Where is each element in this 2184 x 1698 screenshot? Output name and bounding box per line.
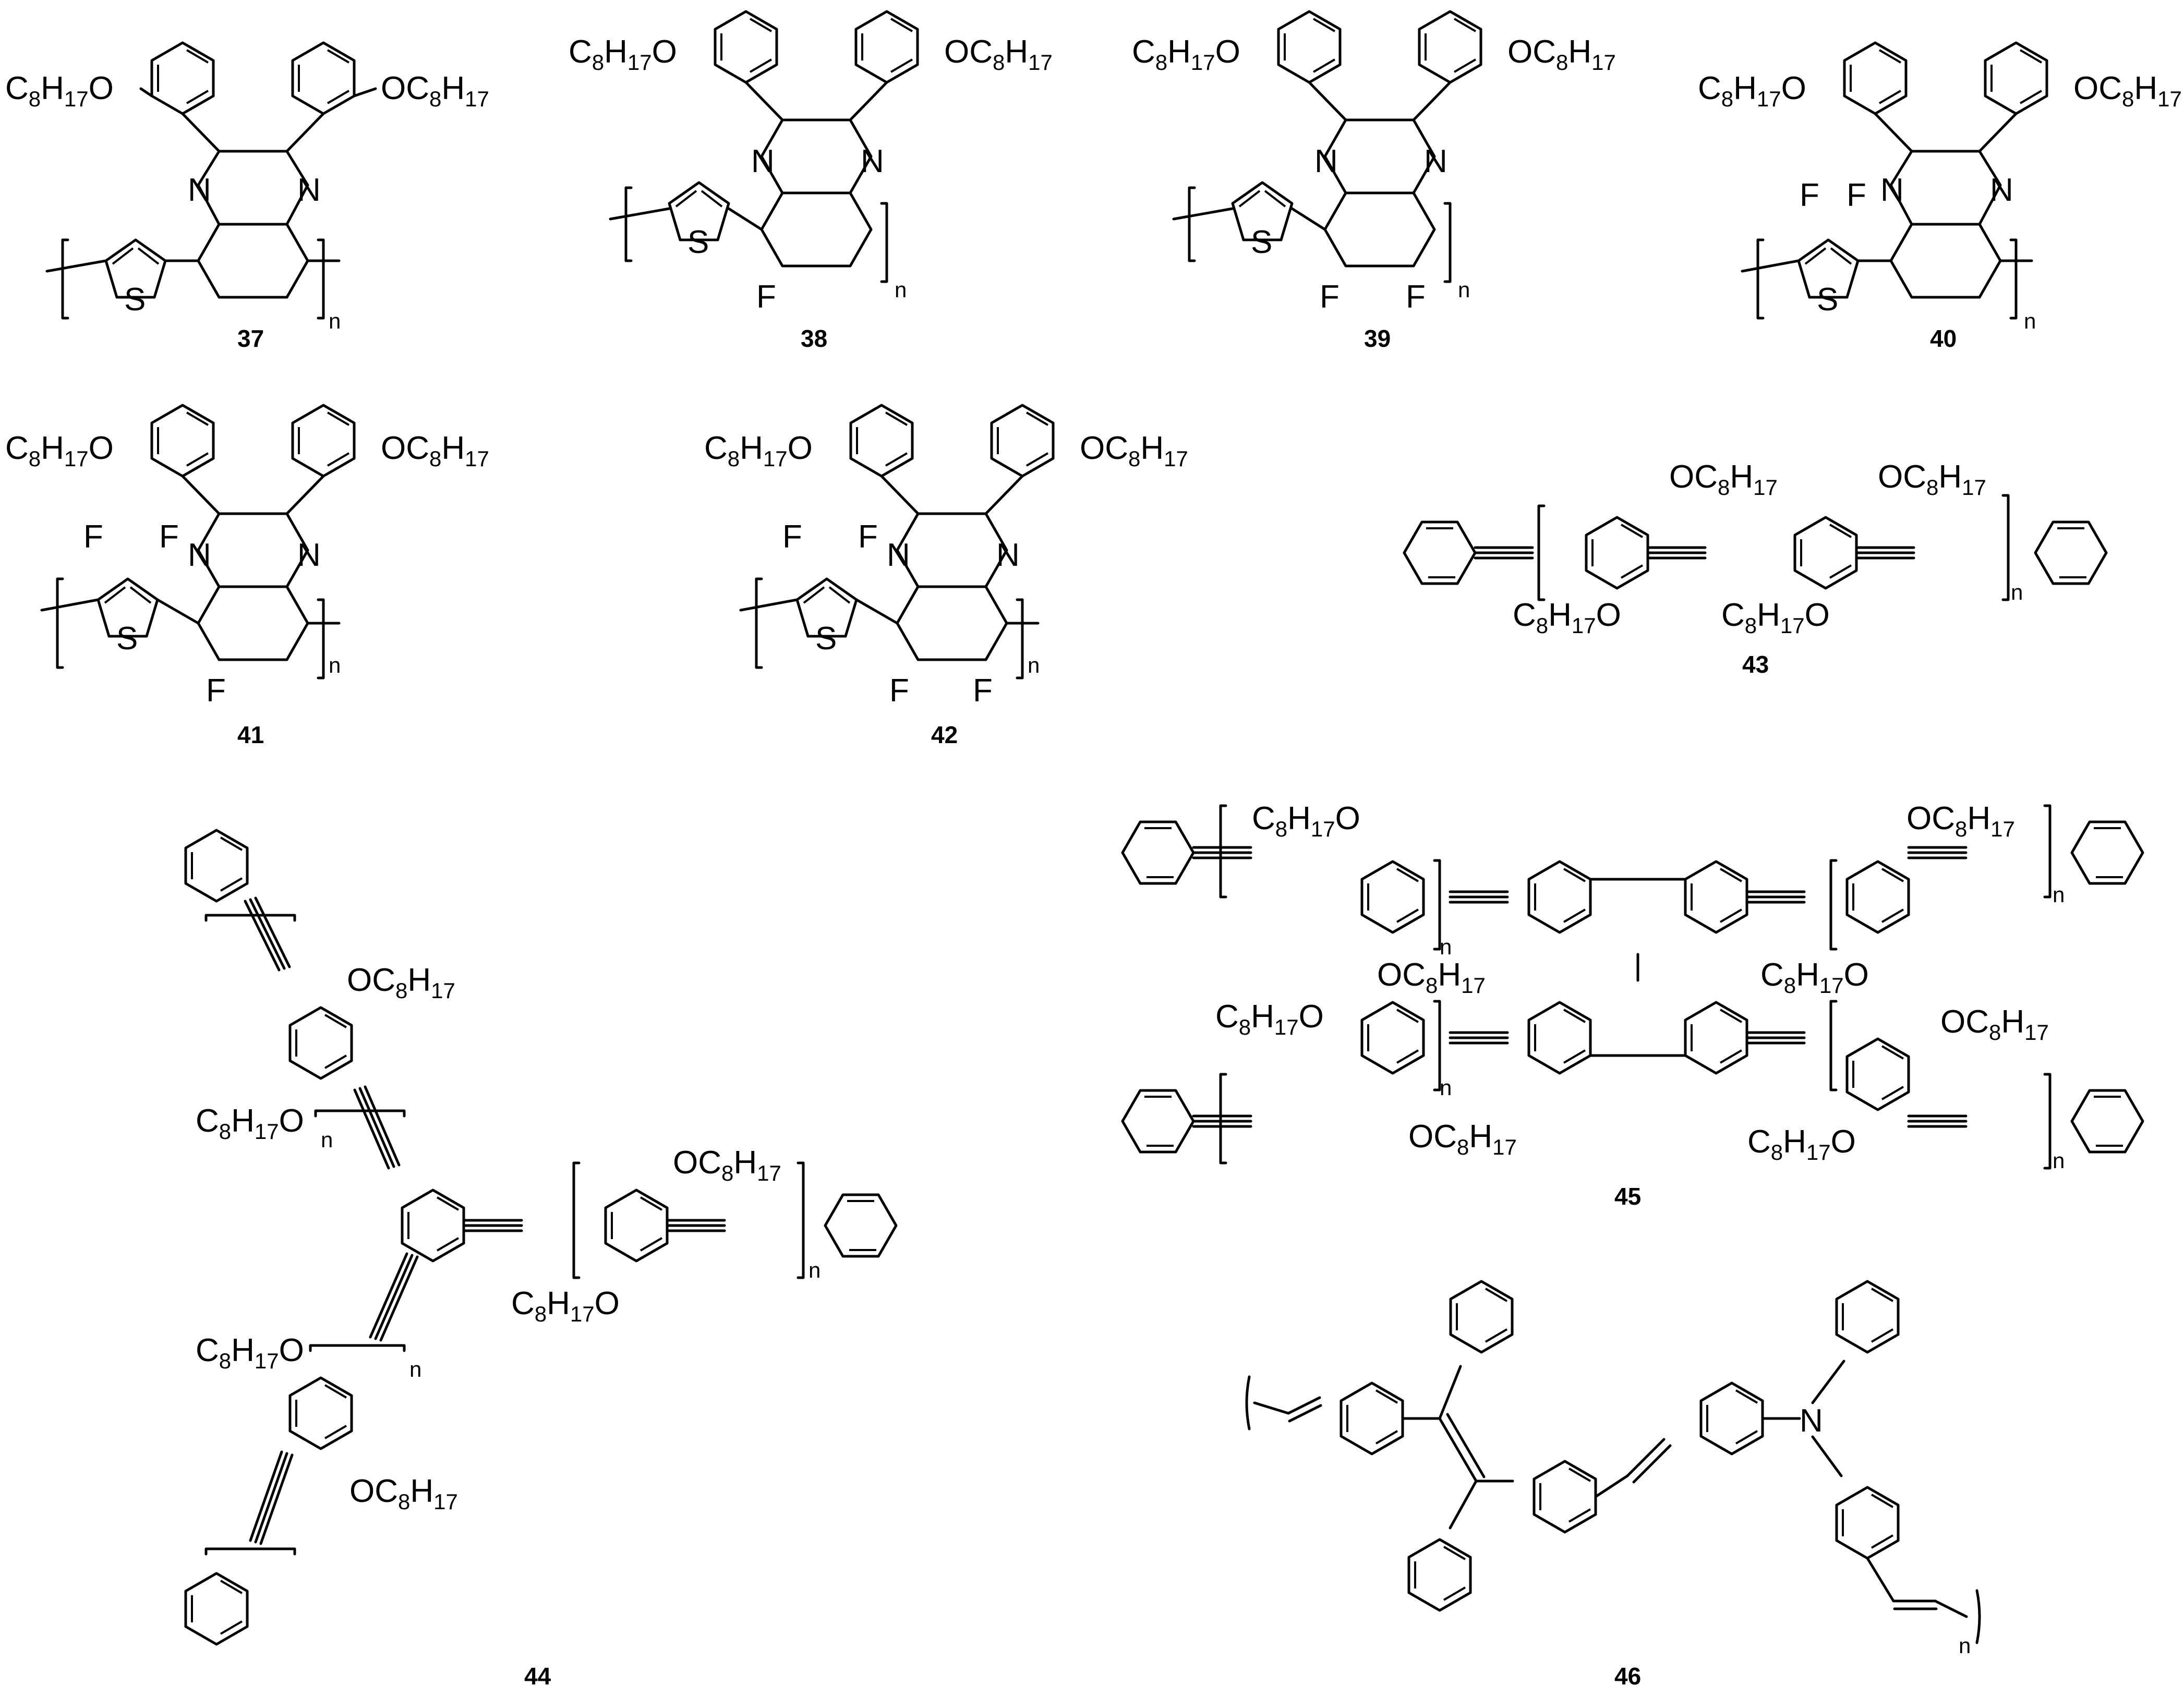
oc8h17-label: OC8H17 xyxy=(1080,430,1188,471)
compound-number: 41 xyxy=(237,721,264,748)
c8h17o-label: C8H17O xyxy=(511,1285,620,1326)
n-atom: N xyxy=(1800,1403,1823,1439)
repeat-n: n xyxy=(1959,1633,1971,1658)
n-atom: N xyxy=(887,537,910,573)
oc8h17-label: OC8H17 xyxy=(944,34,1053,75)
compound-number: 38 xyxy=(801,325,827,352)
n-atom: N xyxy=(996,537,1020,573)
c8h17o-label: C8H17O xyxy=(5,430,114,471)
oc8h17-label: OC8H17 xyxy=(1507,34,1616,75)
compound-39: C8H17O OC8H17 N N S F F n 39 xyxy=(1132,11,1616,352)
compound-46: N n 46 xyxy=(1245,1281,1981,1690)
c8h17o-label: C8H17O xyxy=(196,1103,304,1144)
repeat-n: n xyxy=(321,1127,333,1152)
repeat-n: n xyxy=(1440,1075,1452,1100)
compound-38: C8H17O OC8H17 N N S F n 38 xyxy=(569,11,1053,352)
oc8h17-label: OC8H17 xyxy=(349,1473,458,1514)
f-atom: F xyxy=(83,519,103,555)
compound-number: 45 xyxy=(1614,1183,1641,1210)
c8h17o-label: C8H17O xyxy=(5,70,114,111)
f-atom: F xyxy=(206,673,226,709)
oc8h17-label: OC8H17 xyxy=(2073,70,2182,111)
f-atom: F xyxy=(973,673,993,709)
repeat-n: n xyxy=(409,1357,421,1381)
s-atom: S xyxy=(815,621,837,657)
f-atom: F xyxy=(858,519,878,555)
s-atom: S xyxy=(1817,282,1838,318)
s-atom: S xyxy=(1251,224,1272,260)
oc8h17-label: OC8H17 xyxy=(1669,459,1778,500)
repeat-n: n xyxy=(2011,580,2023,604)
c8h17o-label: C8H17O xyxy=(1132,34,1240,75)
f-atom: F xyxy=(1800,177,1819,213)
compound-41: C8H17O OC8H17 N N S F F F n 41 xyxy=(5,405,489,748)
oc8h17-label: OC8H17 xyxy=(1907,801,2015,841)
compound-40: C8H17O OC8H17 N N S F F n 40 xyxy=(1698,43,2182,352)
compound-number: 39 xyxy=(1364,325,1391,352)
c8h17o-label: C8H17O xyxy=(1513,597,1621,638)
compound-number: 40 xyxy=(1930,325,1957,352)
n-atom: N xyxy=(751,143,775,179)
repeat-n: n xyxy=(2053,882,2065,907)
f-atom: F xyxy=(1320,279,1340,315)
n-atom: N xyxy=(188,172,211,208)
compound-number: 43 xyxy=(1742,651,1769,678)
oc8h17-label: OC8H17 xyxy=(347,962,455,1003)
c8h17o-label: C8H17O xyxy=(1721,597,1830,638)
compound-number: 44 xyxy=(524,1663,551,1690)
oc8h17-label: OC8H17 xyxy=(381,70,489,111)
n-atom: N xyxy=(297,172,321,208)
compound-44: OC8H17 C8H17O n OC8H17 C8H17O n n C8H17O… xyxy=(186,830,896,1690)
compound-45: C8H17O OC8H17 n OC8H17 C8H17O n C8H17O O… xyxy=(1123,801,2143,1210)
n-atom: N xyxy=(188,537,211,573)
repeat-n: n xyxy=(329,653,341,677)
c8h17o-label: C8H17O xyxy=(1252,801,1360,841)
oc8h17-label: OC8H17 xyxy=(1377,957,1486,998)
s-atom: S xyxy=(687,224,709,260)
c8h17o-label: C8H17O xyxy=(1698,70,1806,111)
compound-37: C8H17O OC8H17 N N S n 37 xyxy=(5,43,489,352)
n-atom: N xyxy=(1990,172,2013,208)
repeat-n: n xyxy=(329,309,341,333)
compound-number: 42 xyxy=(931,721,958,748)
compound-number: 37 xyxy=(237,325,264,352)
f-atom: F xyxy=(159,519,179,555)
n-atom: N xyxy=(1424,143,1447,179)
n-atom: N xyxy=(1314,143,1338,179)
oc8h17-label: OC8H17 xyxy=(1878,459,1986,500)
f-atom: F xyxy=(1406,279,1426,315)
repeat-n: n xyxy=(2024,309,2036,333)
compound-43: OC8H17 C8H17O OC8H17 C8H17O n 43 xyxy=(1404,459,2106,678)
c8h17o-label: C8H17O xyxy=(1760,957,1869,998)
compound-number: 46 xyxy=(1614,1663,1641,1690)
f-atom: F xyxy=(756,279,776,315)
repeat-n: n xyxy=(809,1258,820,1282)
n-atom: N xyxy=(297,537,321,573)
s-atom: S xyxy=(116,621,138,657)
repeat-n: n xyxy=(1028,653,1040,677)
n-atom: N xyxy=(861,143,884,179)
c8h17o-label: C8H17O xyxy=(1747,1124,1856,1165)
repeat-n: n xyxy=(1440,935,1452,959)
repeat-n: n xyxy=(895,277,907,302)
c8h17o-label: C8H17O xyxy=(704,430,813,471)
n-atom: N xyxy=(1880,172,1904,208)
oc8h17-label: OC8H17 xyxy=(381,430,489,471)
f-atom: F xyxy=(889,673,909,709)
repeat-n: n xyxy=(2053,1148,2065,1173)
oc8h17-label: OC8H17 xyxy=(673,1145,781,1185)
c8h17o-label: C8H17O xyxy=(1215,999,1324,1039)
c8h17o-label: C8H17O xyxy=(196,1332,304,1373)
oc8h17-label: OC8H17 xyxy=(1408,1119,1517,1159)
oc8h17-label: OC8H17 xyxy=(1940,1004,2049,1045)
compound-42: C8H17O OC8H17 N N S F F F F n 42 xyxy=(704,405,1188,748)
s-atom: S xyxy=(124,282,146,318)
repeat-n: n xyxy=(1458,277,1470,302)
f-atom: F xyxy=(1847,177,1866,213)
f-atom: F xyxy=(782,519,802,555)
c8h17o-label: C8H17O xyxy=(569,34,677,75)
